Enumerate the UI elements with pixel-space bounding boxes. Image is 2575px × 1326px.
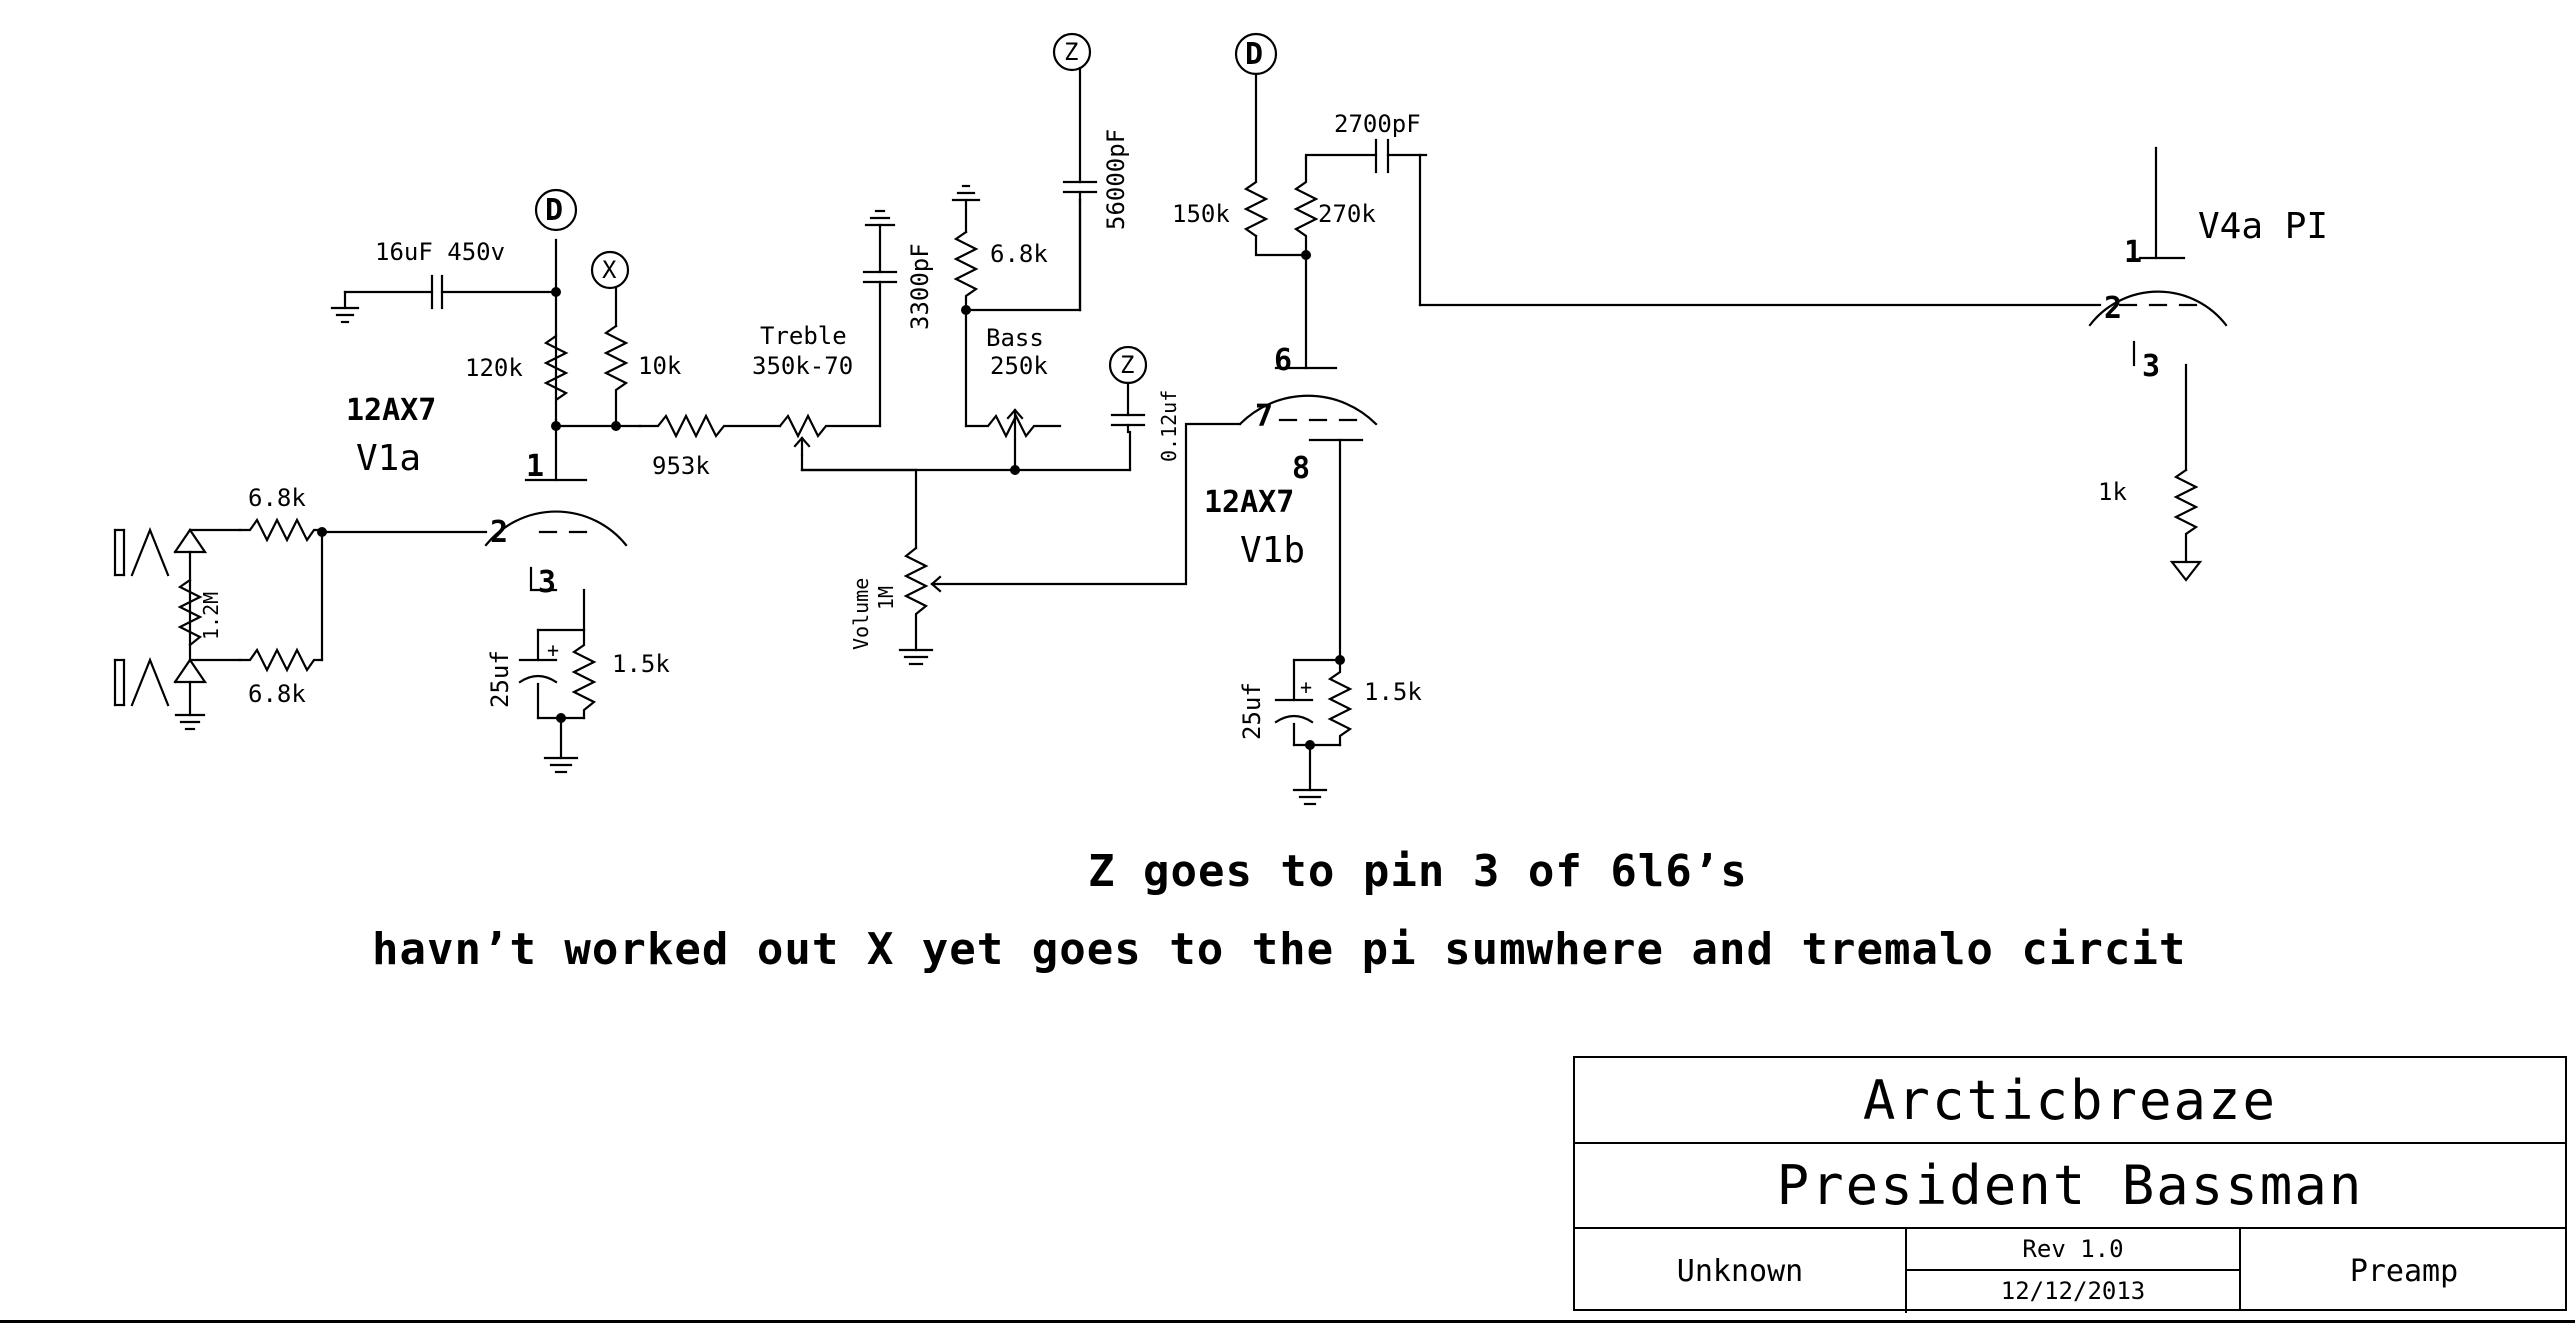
capacitor-25uf-v1b-label: 25uf xyxy=(1238,682,1266,740)
pin-3-v4a: 3 xyxy=(2142,349,2160,384)
resistor-150k-label: 150k xyxy=(1172,200,1230,228)
tube-v1b-name: V1b xyxy=(1240,530,1305,571)
resistor-1k-label: 1k xyxy=(2098,478,2127,506)
resistor-6-8k-tone xyxy=(953,230,979,312)
resistor-120k xyxy=(543,333,569,422)
pin-8-v1b: 8 xyxy=(1292,451,1310,486)
input-jack-1 xyxy=(113,527,242,662)
svg-text:Z: Z xyxy=(1120,351,1134,379)
svg-text:X: X xyxy=(602,256,617,284)
resistor-120k-label: 120k xyxy=(465,354,523,382)
tube-v1b-type: 12AX7 xyxy=(1204,485,1294,520)
tube-v4a-name: V4a PI xyxy=(2198,206,2328,247)
resistor-270k-label: 270k xyxy=(1318,200,1376,228)
bass-label: Bass xyxy=(986,324,1044,352)
pin-6-v1b: 6 xyxy=(1274,343,1292,378)
capacitor-3300pf-label: 3300pF xyxy=(906,243,934,330)
resistor-1k xyxy=(2173,468,2199,562)
tube-v4a-pi xyxy=(2088,146,2228,472)
pin-1-v1a: 1 xyxy=(526,449,544,484)
treble-value: 350k-70 xyxy=(752,352,853,380)
resistor-1-5k-v1a-label: 1.5k xyxy=(612,650,670,678)
node-x xyxy=(590,250,630,290)
resistor-1-5k-v1b-label: 1.5k xyxy=(1364,678,1422,706)
pin-1-v4a: 1 xyxy=(2124,235,2142,270)
resistor-6-8k-bottom-label: 6.8k xyxy=(248,680,306,708)
revision: Rev 1.0 xyxy=(1907,1229,2241,1271)
pin-3-v1a: 3 xyxy=(538,565,556,600)
resistor-953k-label: 953k xyxy=(652,452,710,480)
svg-text:D: D xyxy=(1245,37,1263,72)
tube-v1a-name: V1a xyxy=(356,438,421,479)
svg-text:D: D xyxy=(545,193,563,228)
capacitor-25uf-v1b: + xyxy=(1274,675,1314,747)
resistor-10k xyxy=(603,324,629,428)
resistor-6-8k-tone-label: 6.8k xyxy=(990,240,1048,268)
treble-pot xyxy=(778,413,882,439)
volume-value: 1M xyxy=(874,586,898,610)
capacitor-0-12uf-label: 0.12uf xyxy=(1157,390,1181,462)
input-jack-2 xyxy=(113,657,242,731)
resistor-953k xyxy=(638,413,782,439)
volume-pot xyxy=(903,546,929,652)
bass-pot xyxy=(964,413,1062,439)
resistor-6-8k-top-label: 6.8k xyxy=(248,484,306,512)
note-x: havn’t worked out X yet goes to the pi s… xyxy=(372,924,2187,975)
resistor-10k-label: 10k xyxy=(638,352,682,380)
resistor-6-8k-bottom xyxy=(238,647,324,673)
sheet-name: Preamp xyxy=(2349,1253,2459,1289)
node-z-top xyxy=(1052,32,1092,72)
page-border xyxy=(0,1320,2575,1323)
pin-7-v1b: 7 xyxy=(1255,399,1273,434)
svg-text:+: + xyxy=(547,638,559,662)
tube-v1a-type: 12AX7 xyxy=(346,393,436,428)
title-block: Arcticbreaze President Bassman Unknown R… xyxy=(1573,1056,2567,1313)
resistor-6-8k-top xyxy=(238,517,324,543)
resistor-1-5k-v1a xyxy=(571,628,597,720)
svg-text:+: + xyxy=(1300,675,1312,699)
volume-label: Volume xyxy=(849,578,873,650)
note-z: Z goes to pin 3 of 6l6’s xyxy=(1088,846,1748,897)
node-d-left xyxy=(534,188,578,232)
capacitor-25uf-v1a-label: 25uf xyxy=(486,650,514,708)
treble-label: Treble xyxy=(760,322,847,350)
capacitor-16uf-label: 16uF 450v xyxy=(375,238,505,266)
capacitor-2700pf-label: 2700pF xyxy=(1334,110,1421,138)
resistor-1-5k-v1b xyxy=(1327,658,1353,747)
pin-2-v1a: 2 xyxy=(490,515,508,550)
resistor-1-2m-label: 1.2M xyxy=(199,592,223,640)
capacitor-25uf-v1a: + xyxy=(518,638,559,720)
resistor-150k xyxy=(1243,72,1269,238)
author: Unknown xyxy=(1575,1229,1907,1313)
resistor-270k xyxy=(1293,156,1319,257)
svg-text:Z: Z xyxy=(1064,38,1078,66)
company-name: Arcticbreaze xyxy=(1575,1058,2565,1144)
bass-value: 250k xyxy=(990,352,1048,380)
capacitor-56000pf-label: 56000pF xyxy=(1102,129,1130,230)
resistor-1-2m xyxy=(177,578,203,647)
pin-2-v4a: 2 xyxy=(2104,291,2122,326)
date: 12/12/2013 xyxy=(1907,1271,2241,1311)
drawing-title: President Bassman xyxy=(1575,1143,2565,1229)
node-d-right xyxy=(1234,32,1278,76)
